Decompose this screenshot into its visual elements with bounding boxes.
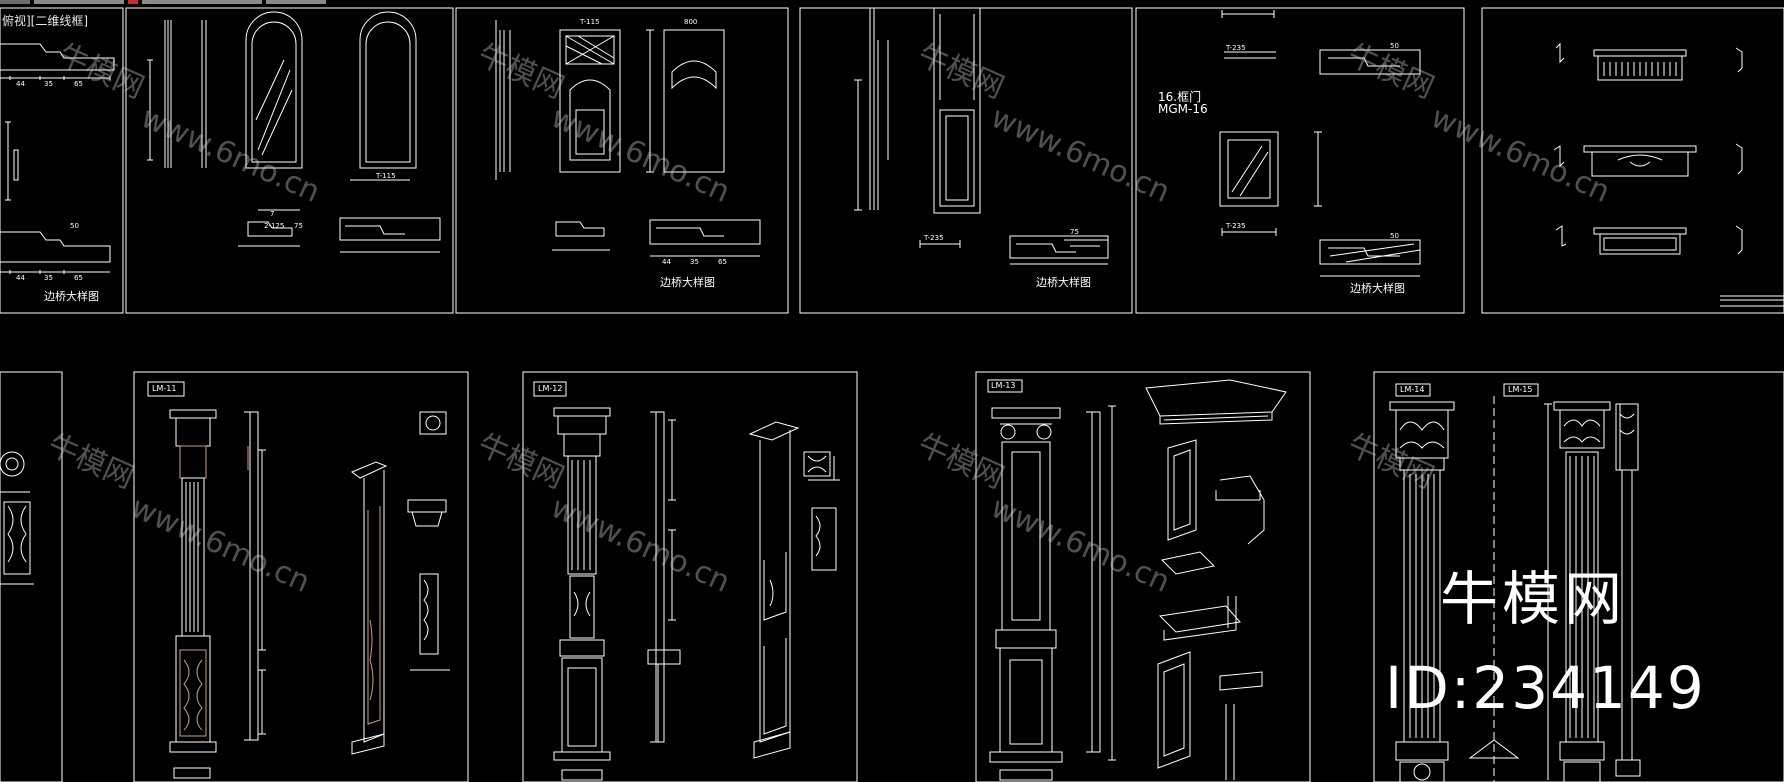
caption-panel-top-4: 边桥大样图 xyxy=(1036,276,1091,289)
dim-label: 50 xyxy=(1390,42,1399,50)
dim-label: 65 xyxy=(718,258,727,266)
caption-panel-top-1: 边桥大样图 xyxy=(44,290,99,303)
panel-top-4 xyxy=(799,7,1133,314)
dim-label: 35 xyxy=(44,274,53,282)
panel-bottom-1 xyxy=(133,371,469,782)
tag-lm-12: LM-12 xyxy=(538,384,563,393)
dim-label: 50 xyxy=(70,222,79,230)
tag-lm-11: LM-11 xyxy=(152,384,177,393)
panel-bottom-4 xyxy=(1373,371,1784,782)
tag-lm-13: LM-13 xyxy=(991,381,1016,390)
panel-top-3 xyxy=(455,7,789,314)
viewport-label[interactable]: 俯视][二维线框] xyxy=(2,14,89,28)
dim-label: 50 xyxy=(1390,232,1399,240)
door-title: 16.框门 xyxy=(1158,90,1202,104)
tag-lm-15: LM-15 xyxy=(1508,385,1533,394)
caption-panel-top-3: 边桥大样图 xyxy=(660,276,715,289)
dim-label: T-235 xyxy=(1226,44,1246,52)
dim-label: T-115 xyxy=(580,18,600,26)
dim-label: 35 xyxy=(690,258,699,266)
panel-top-6 xyxy=(1481,7,1784,314)
door-code: MGM-16 xyxy=(1158,102,1208,116)
panel-bottom-0 xyxy=(0,371,63,782)
dim-label: 800 xyxy=(684,18,698,26)
dim-label: 35 xyxy=(44,80,53,88)
dim-label: T-235 xyxy=(1226,222,1246,230)
dim-label: 7 xyxy=(270,210,275,218)
toolbar-remnant xyxy=(0,0,420,5)
caption-panel-top-5: 边桥大样图 xyxy=(1350,282,1405,295)
dim-label: T-115 xyxy=(376,172,396,180)
dim-label: 75 xyxy=(294,222,303,230)
tag-lm-14: LM-14 xyxy=(1400,385,1425,394)
dim-label: 2-125 xyxy=(264,222,285,230)
brand-name: 牛模网 xyxy=(1440,565,1627,633)
panel-bottom-2 xyxy=(522,371,858,782)
dim-label: 65 xyxy=(74,274,83,282)
dim-label: 75 xyxy=(1070,228,1079,236)
dim-label: T-235 xyxy=(924,234,944,242)
panel-top-1 xyxy=(0,7,124,314)
dim-label: 44 xyxy=(16,80,25,88)
panel-bottom-3 xyxy=(975,371,1311,782)
dim-label: 44 xyxy=(662,258,671,266)
dim-label: 65 xyxy=(74,80,83,88)
dim-label: 44 xyxy=(16,274,25,282)
panel-top-2 xyxy=(125,7,454,314)
brand-id: ID:234149 xyxy=(1385,654,1706,722)
panel-top-5 xyxy=(1135,7,1465,314)
